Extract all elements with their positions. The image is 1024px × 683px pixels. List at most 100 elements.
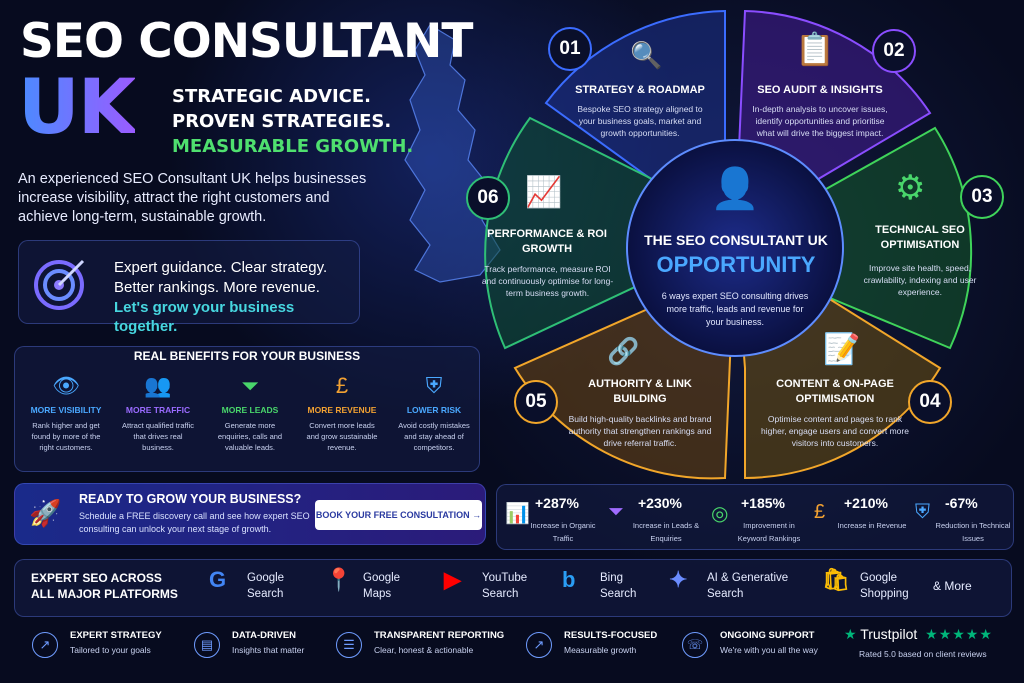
platform-line1: Google [860,572,898,584]
stat-value: -67% [945,495,978,511]
magnifier-chart-icon: 🔍 [630,40,663,70]
feature-desc: Tailored to your goals [70,645,151,655]
cta-title: READY TO GROW YOUR BUSINESS? [79,492,302,506]
segment-number: 06 [466,176,510,220]
pound-icon: £ [335,373,349,398]
benefit-item: £ MORE REVENUE Convert more leads and gr… [303,369,381,453]
platform-line2: Shopping [860,588,909,600]
cta-banner: 🚀 READY TO GROW YOUR BUSINESS? Schedule … [14,483,486,545]
platform-line2: Search [247,588,284,600]
shield-icon: ⛨ [915,501,930,523]
platform-item: G Google Search [209,569,285,602]
stat-label: Increase in Leads & Enquiries [632,521,700,543]
bing-icon: b [562,567,576,592]
data-icon: ▤ [194,632,220,658]
segment-title: TECHNICAL SEO OPTIMISATION [875,224,965,251]
platform-line2: Search [600,588,637,600]
feature-title: EXPERT STRATEGY [70,630,162,641]
book-consultation-button[interactable]: BOOK YOUR FREE CONSULTATION → [315,500,482,530]
segment-desc: Build high-quality backlinks and brand a… [568,414,712,448]
guidance-line2: Better rankings. More revenue. [114,279,320,296]
platform-line1: Bing [600,572,624,584]
users-icon: 👥 [144,373,172,398]
stat-label: Reduction in Technical Issues [935,521,1011,543]
segment-03 [733,126,973,350]
strategy-icon: ↗ [32,632,58,658]
funnel-icon: ⏷ [608,501,624,523]
maps-icon: 📍 [325,567,353,592]
tagline-3: MEASURABLE GROWTH. [172,136,414,157]
segment-desc: Improve site health, speed, crawlability… [863,263,977,297]
benefit-item: 👁 MORE VISIBILITY Rank higher and get fo… [27,369,105,453]
benefit-desc: Avoid costly mistakes and stay ahead of … [398,421,470,452]
growth-chart-icon: 📈 [525,176,563,209]
platform-line2: Search [482,588,519,600]
feature-title: DATA-DRIVEN [232,630,297,641]
shield-icon: ⛨ [425,373,443,398]
segment-title: PERFORMANCE & ROI GROWTH [487,228,607,255]
benefit-item: 👥 MORE TRAFFIC Attract qualified traffic… [119,369,197,453]
five-stars-icon: ★★★★★ [925,626,993,642]
segment-desc: Optimise content and pages to rank highe… [761,414,909,448]
segment-title: CONTENT & ON-PAGE OPTIMISATION [776,378,894,405]
trustpilot-badge: ★ Trustpilot ★★★★★ [844,626,993,643]
segment-title: STRATEGY & ROADMAP [575,84,705,96]
benefit-title: LOWER RISK [406,405,462,415]
stats-panel: 📊 +287% Increase in Organic Traffic ⏷ +2… [496,484,1014,550]
segment-desc: Track performance, measure ROI and conti… [481,264,614,298]
youtube-icon: ▶ [444,567,461,592]
segment-number: 03 [960,175,1004,219]
center-hub [626,139,844,357]
rocket-icon: 🚀 [29,498,62,528]
content-edit-icon: 📝 [823,333,861,366]
trustpilot-star-icon: ★ [844,626,857,642]
platform-line2: Search [707,588,744,600]
center-highlight: OPPORTUNITY [656,252,816,277]
guidance-line1: Expert guidance. Clear strategy. [114,259,328,276]
segment-number: 04 [908,380,952,424]
stat-value: +230% [638,495,682,511]
google-icon: G [209,567,227,592]
services-wheel [484,9,973,480]
page-title-line1: SEO CONSULTANT [20,14,473,69]
features-bar: ↗ EXPERT STRATEGY Tailored to your goals… [14,622,1012,670]
platform-line1: YouTube [482,572,528,584]
segment-number: 01 [548,27,592,71]
guidance-card: Expert guidance. Clear strategy. Better … [18,240,360,335]
center-title: THE SEO CONSULTANT UK [644,232,828,248]
intro-text: An experienced SEO Consultant UK helps b… [18,171,367,225]
segment-desc: Bespoke SEO strategy aligned to your bus… [577,104,703,138]
benefit-item: ⏷ MORE LEADS Generate more enquiries, ca… [211,369,289,453]
platform-item: b Bing Search [562,569,637,602]
support-icon: ☏ [682,632,708,658]
gear-icon: ⚙ [895,169,926,207]
stat-value: +287% [535,495,579,511]
target-icon [34,259,85,310]
feature-desc: Insights that matter [232,645,305,655]
feature-title: ONGOING SUPPORT [720,630,815,641]
benefit-title: MORE TRAFFIC [125,405,191,415]
stat-label: Improvement in Keyword Rankings [737,521,801,543]
stat-label: Increase in Revenue [837,521,907,530]
uk-map-graphic [404,24,501,283]
benefits-heading: REAL BENEFITS FOR YOUR BUSINESS [133,349,361,363]
benefit-title: MORE VISIBILITY [30,405,102,415]
feature-desc: Clear, honest & actionable [374,645,474,655]
tagline-2: PROVEN STRATEGIES. [172,111,392,132]
benefits-panel: REAL BENEFITS FOR YOUR BUSINESS 👁 MORE V… [14,346,480,472]
pound-icon: £ [814,501,826,523]
benefit-title: MORE REVENUE [307,405,377,415]
platform-line1: Google [247,572,285,584]
segment-06 [484,116,737,350]
chart-icon: 📊 [505,503,530,525]
stat-value: +185% [741,495,785,511]
platform-line1: AI & Generative [707,572,789,584]
link-icon: 🔗 [607,336,640,366]
segment-number: 05 [514,380,558,424]
center-desc: 6 ways expert SEO consulting drives more… [661,291,809,327]
platform-line2: Maps [363,588,392,600]
feature-desc: We're with you all the way [720,645,818,655]
audit-document-icon: 📋 [795,31,835,67]
sparkle-icon: ✦ [669,567,688,592]
benefit-desc: Attract qualified traffic that drives re… [122,421,194,452]
